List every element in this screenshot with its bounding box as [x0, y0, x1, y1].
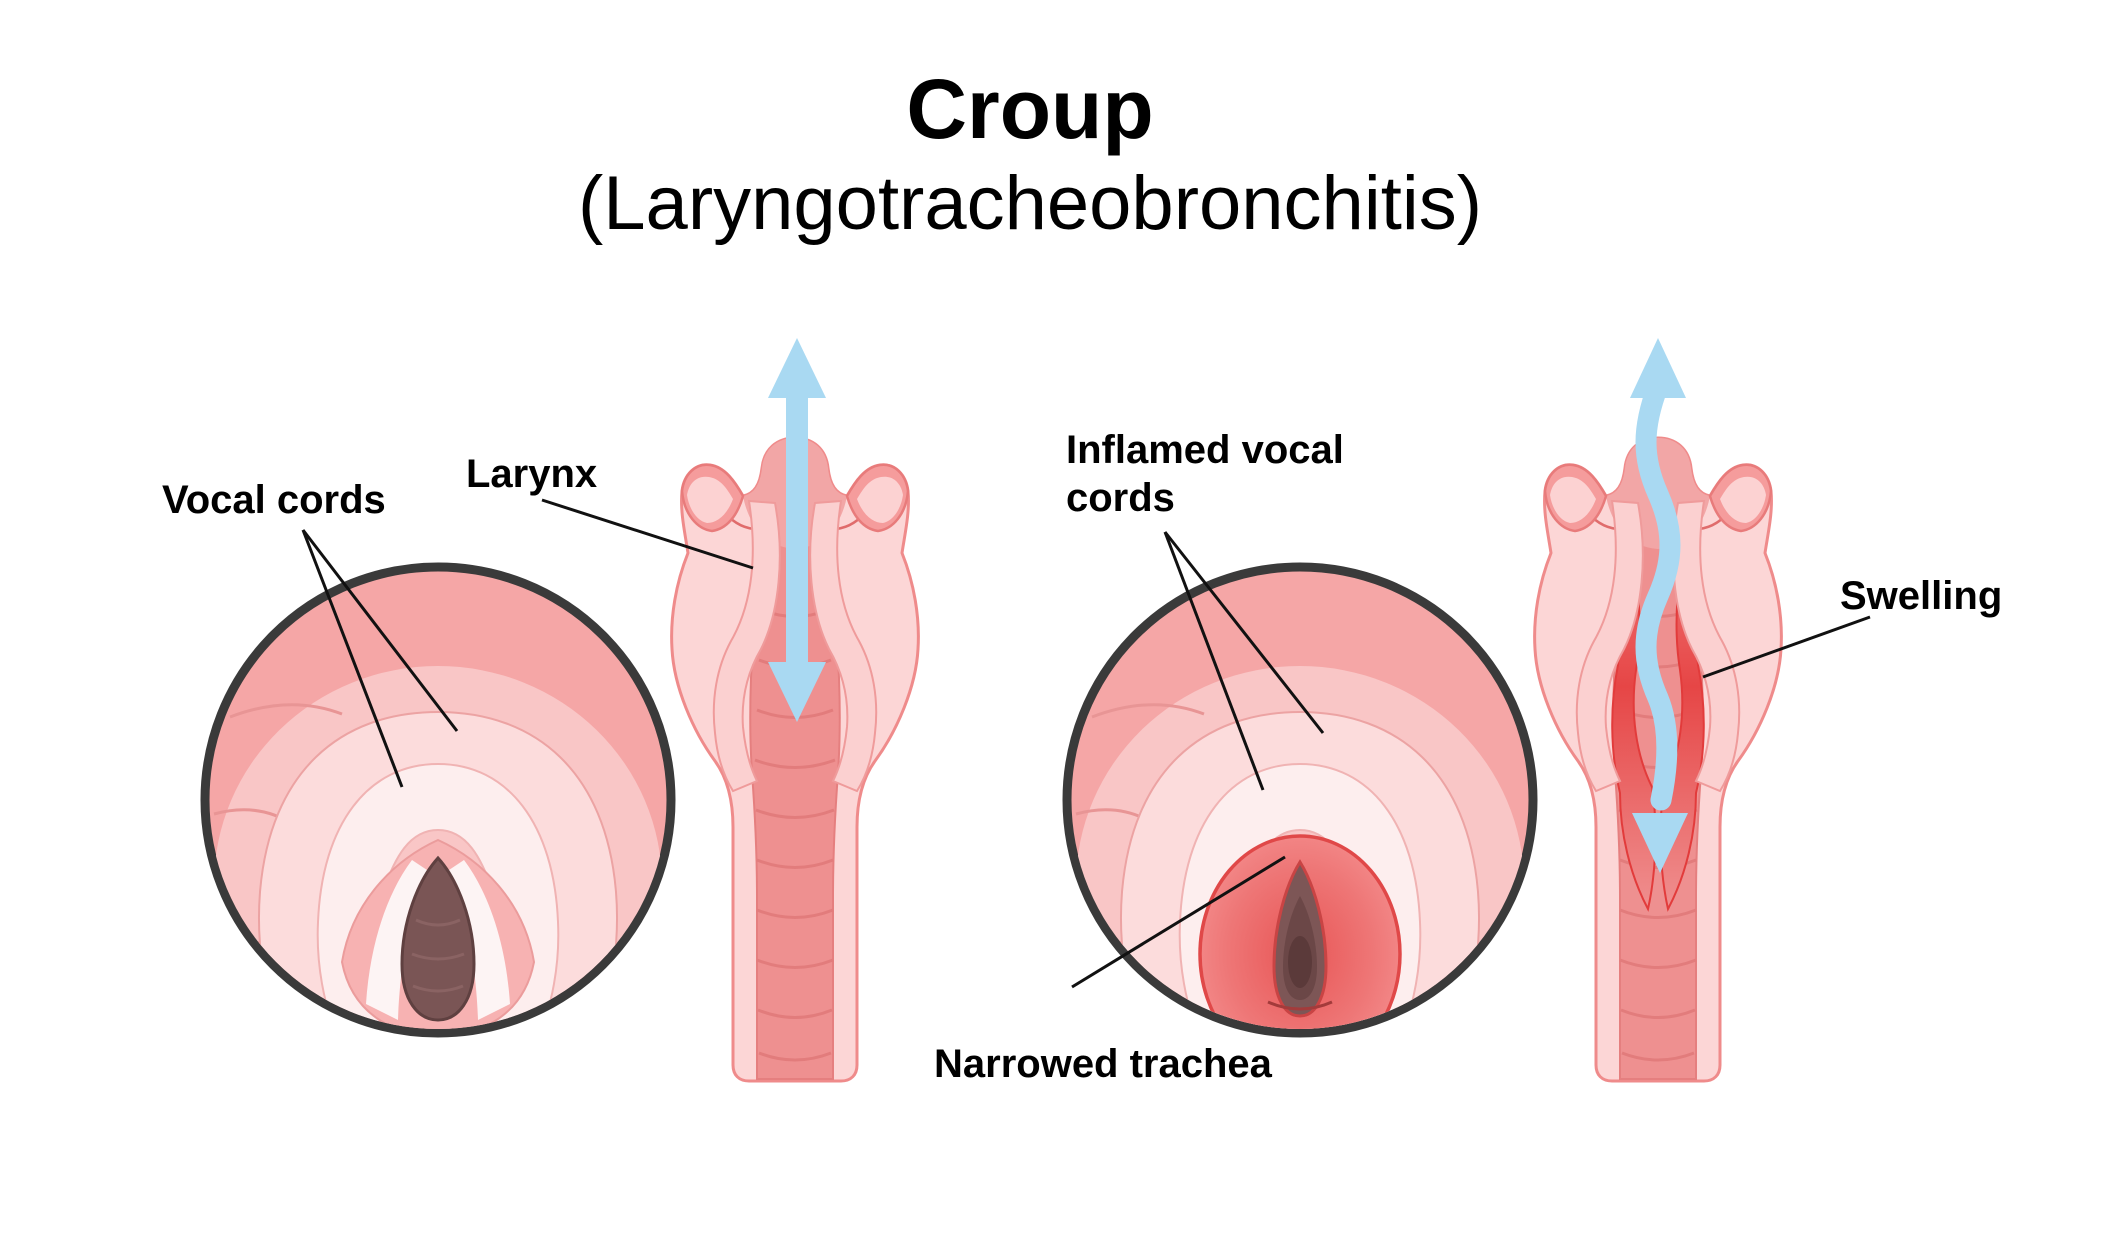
inflamed-vocal-cords-view	[1062, 562, 1538, 1038]
pointer-line	[1163, 531, 1265, 791]
larynx-label: Larynx	[466, 452, 598, 496]
pointer-line	[541, 498, 754, 570]
narrowed-trachea-label: Narrowed trachea	[934, 1042, 1272, 1086]
airflow-arrow-wavy-icon	[1630, 338, 1688, 873]
page-title: Croup	[906, 62, 1154, 156]
swelling-label: Swelling	[1840, 574, 2003, 618]
inflamed-vocal-cords-label: Inflamed vocal cords	[1066, 428, 1344, 520]
airflow-arrow-straight-icon	[768, 338, 826, 722]
normal-larynx-trachea-illustration	[670, 436, 920, 1083]
title-block: Croup (Laryngotracheobronchitis)	[0, 62, 2060, 246]
pointer-lines	[301, 498, 1871, 989]
pointer-line	[301, 529, 404, 788]
pointer-line	[301, 529, 459, 732]
pointer-line	[1071, 855, 1286, 989]
normal-vocal-cords-view	[200, 562, 676, 1038]
page-subtitle: (Laryngotracheobronchitis)	[577, 161, 1483, 247]
pointer-line	[1702, 615, 1871, 679]
vocal-cords-label: Vocal cords	[162, 478, 386, 522]
pointer-line	[1163, 531, 1325, 734]
